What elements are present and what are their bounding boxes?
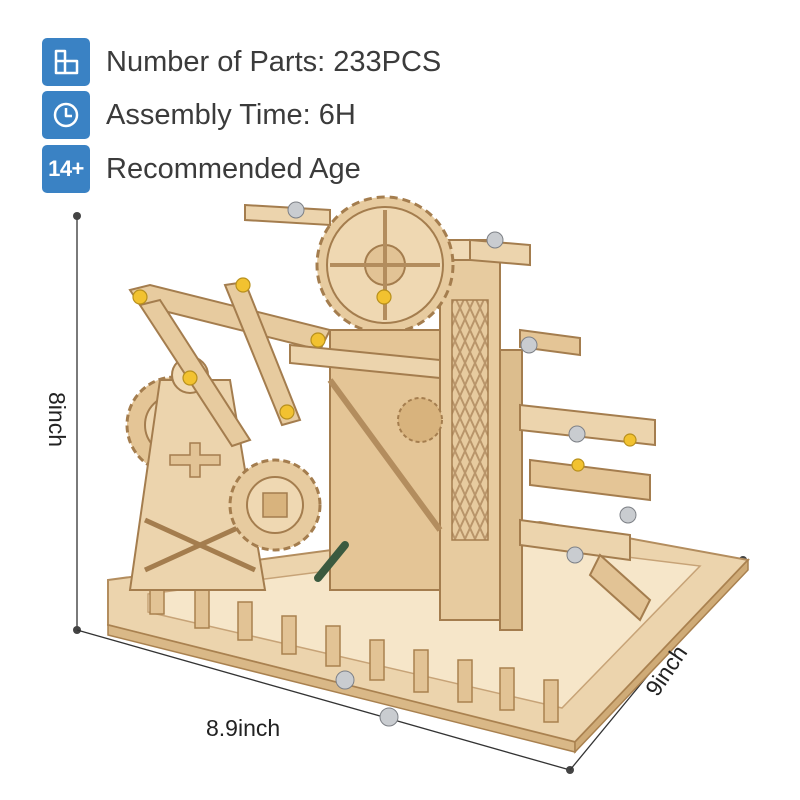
clock-icon xyxy=(42,91,90,139)
large-top-gear xyxy=(315,195,455,335)
yellow-pegs xyxy=(132,277,637,472)
spec-parts-row: Number of Parts: 233PCS xyxy=(42,38,441,86)
central-tower xyxy=(439,239,523,631)
right-track xyxy=(519,403,656,622)
height-dimension-label: 8inch xyxy=(44,392,70,447)
age-badge-text: 14+ xyxy=(48,156,84,181)
assembly-time-label: Assembly Time: 6H xyxy=(106,98,356,131)
crank-gear xyxy=(228,458,349,582)
height-dimension-line xyxy=(73,212,81,634)
width-dimension-label: 8.9inch xyxy=(206,715,281,741)
parts-grid-icon xyxy=(42,38,90,86)
spec-age-row: 14+ Recommended Age xyxy=(42,145,361,193)
recommended-age-label: Recommended Age xyxy=(106,152,361,185)
steel-marbles xyxy=(287,201,637,727)
age-badge-icon: 14+ xyxy=(42,145,90,193)
parts-count-label: Number of Parts: 233PCS xyxy=(106,45,442,78)
spec-time-row: Assembly Time: 6H xyxy=(42,91,356,139)
